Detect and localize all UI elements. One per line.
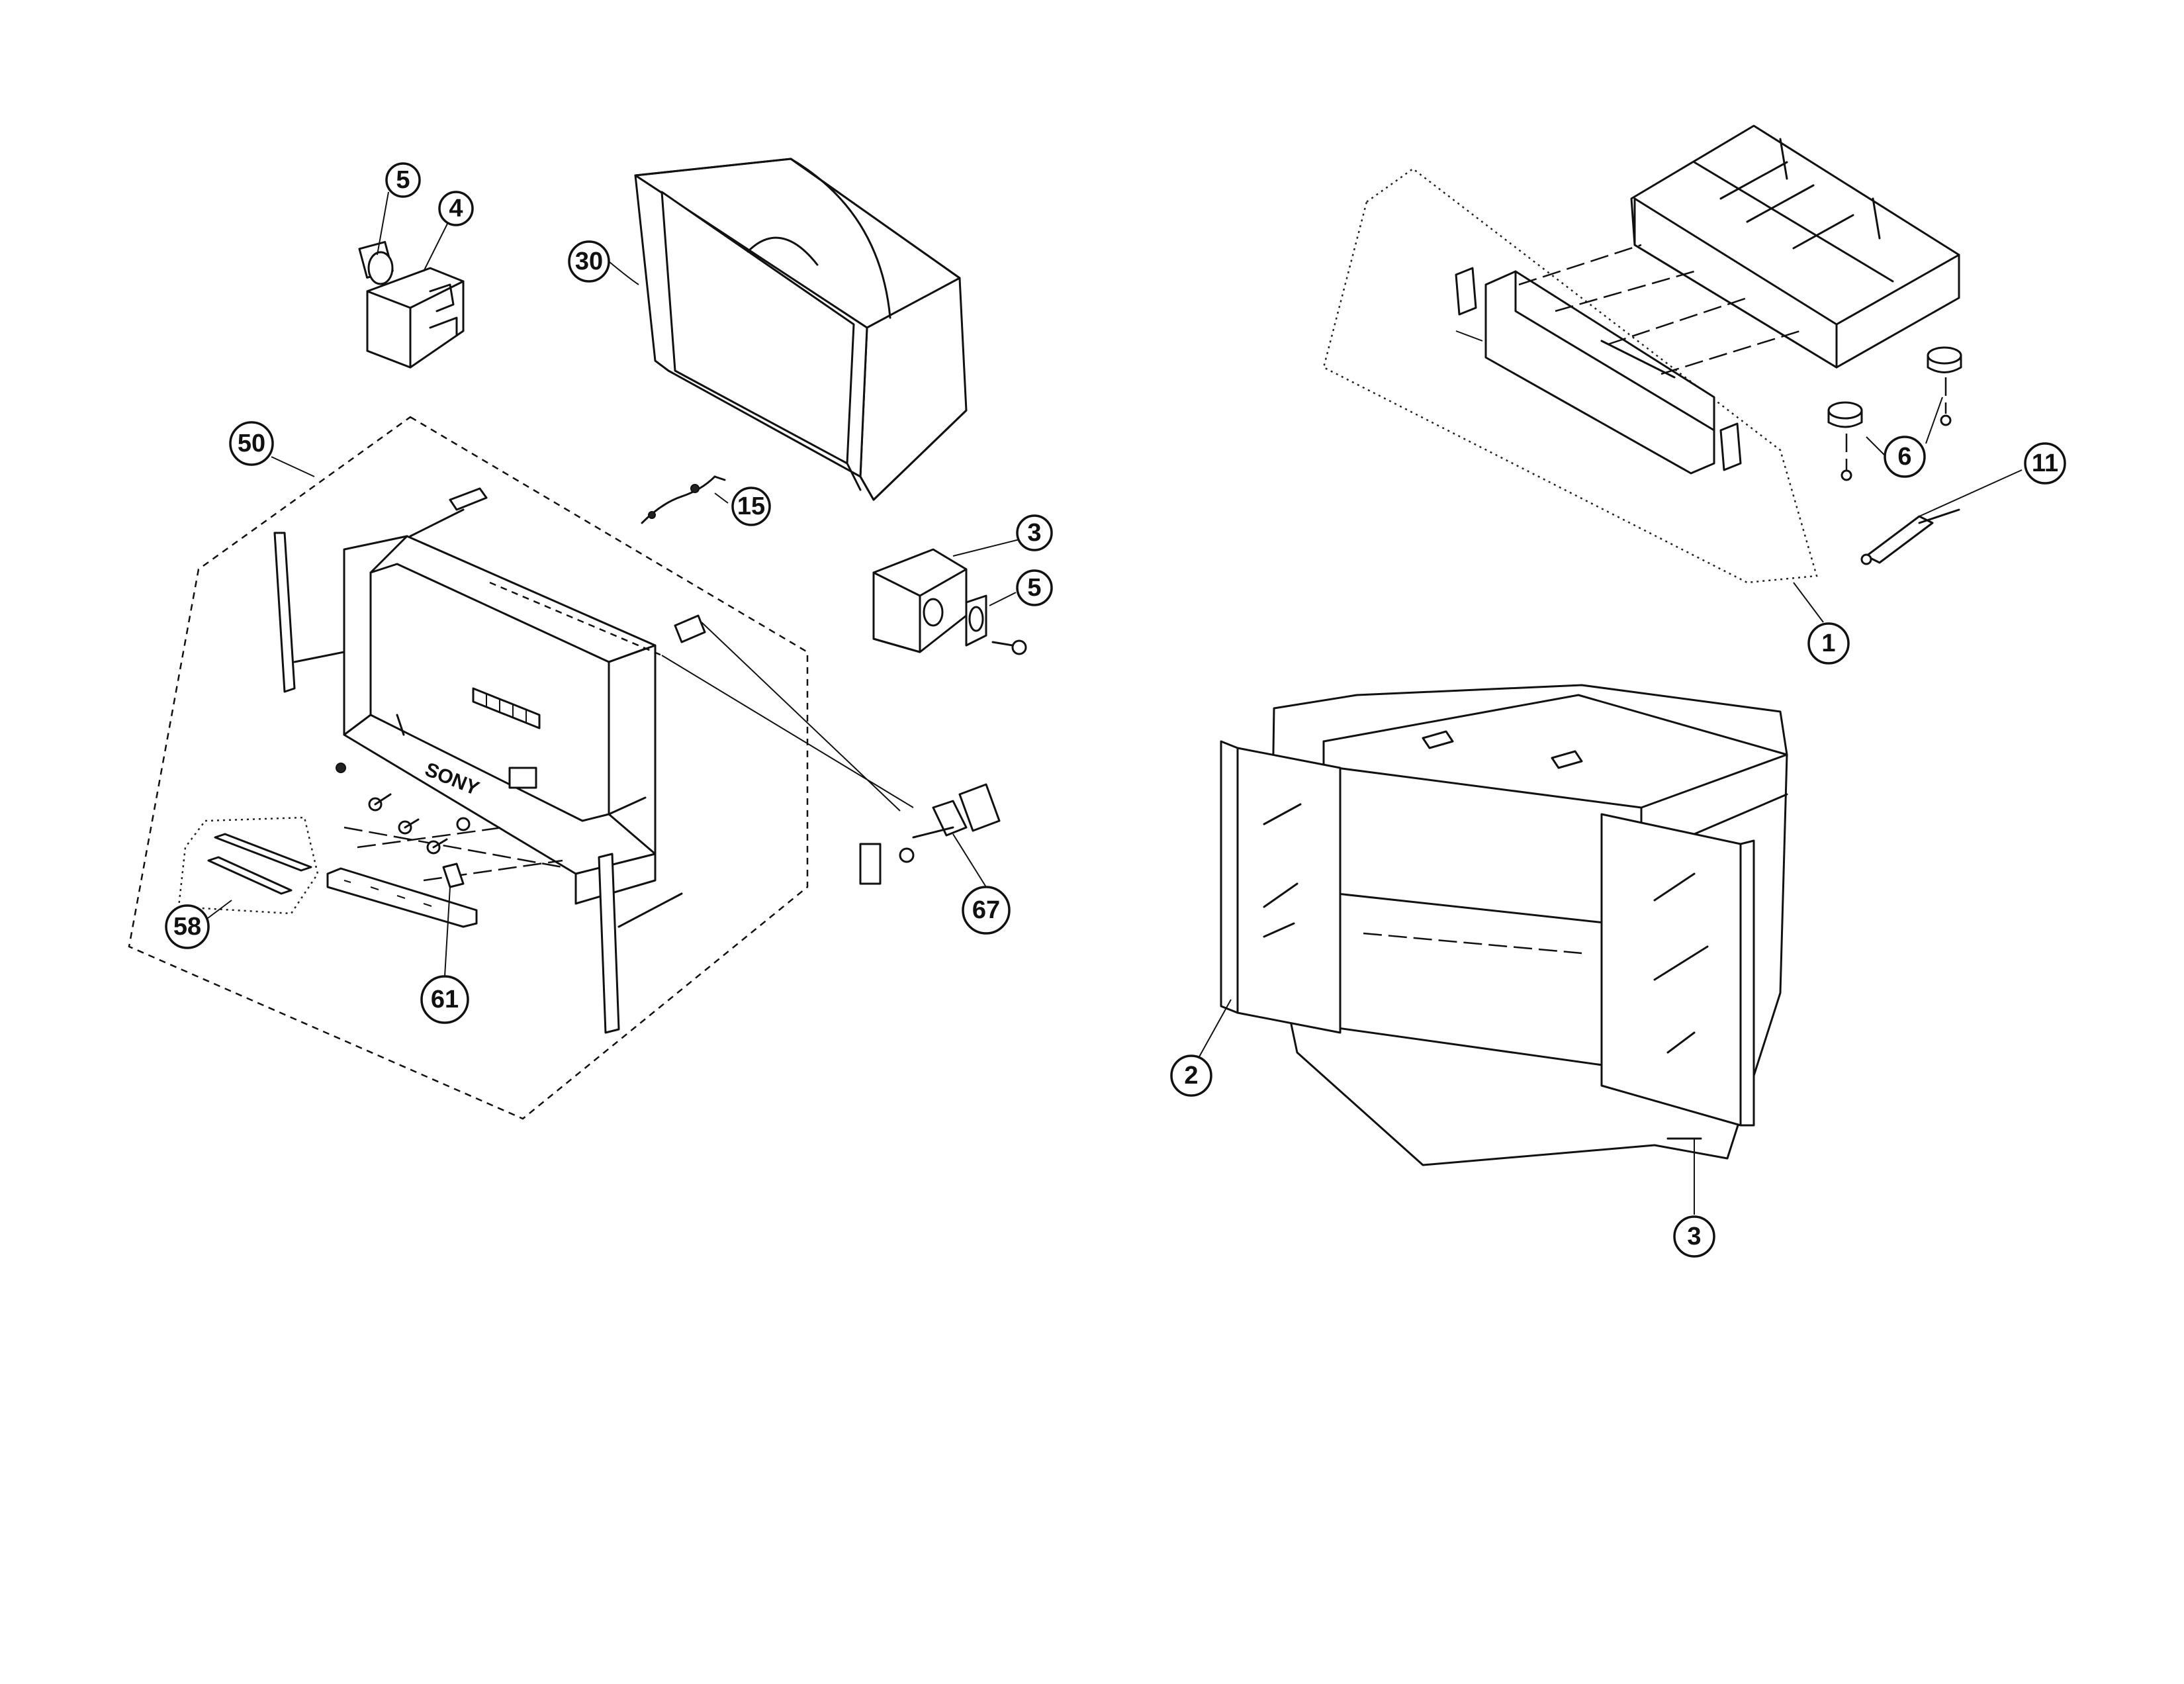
callout-right-11: 11: [1919, 442, 2066, 517]
callout-left-30: 30: [568, 240, 639, 285]
small-bracket-part: [358, 241, 465, 369]
svg-text:5: 5: [1027, 574, 1041, 602]
cable-part: [641, 475, 726, 524]
svg-text:4: 4: [449, 195, 463, 222]
callout-right-6: 6: [1866, 397, 1943, 478]
part-58-panel-b: [207, 856, 293, 895]
callout-left-4: 4: [423, 191, 474, 272]
svg-text:1: 1: [1821, 630, 1835, 657]
svg-text:50: 50: [238, 430, 265, 457]
part-67-bracket: [859, 783, 1001, 885]
svg-text:3: 3: [1027, 519, 1041, 547]
callout-left-50: 50: [229, 421, 315, 477]
right-side-strip: [598, 853, 620, 1034]
svg-text:11: 11: [2032, 449, 2058, 477]
rear-cabinet-hood: [634, 158, 968, 501]
small-box-part: [674, 614, 706, 643]
callout-left-15: 15: [714, 487, 771, 526]
right-glass-panel: [1600, 813, 1755, 1140]
svg-text:15: 15: [737, 492, 765, 520]
callout-right-1: 1: [1793, 582, 1850, 665]
part-58-panel-a: [214, 833, 312, 872]
part-1-boundary: [1322, 167, 1818, 584]
screws-group: [336, 763, 471, 855]
part-11-bracket: [1860, 508, 1960, 565]
svg-text:30: 30: [575, 248, 603, 275]
callout-right-3: 3: [1673, 1139, 1715, 1258]
top-clip-part: [449, 487, 488, 511]
svg-text:61: 61: [431, 986, 459, 1013]
speaker-bracket-part: [872, 548, 1027, 655]
stand-base-frame: [1630, 124, 1960, 369]
callout-left-5-lower: 5: [989, 569, 1053, 606]
callout-left-3: 3: [952, 514, 1053, 557]
svg-text:5: 5: [396, 166, 410, 194]
svg-text:58: 58: [173, 913, 201, 941]
svg-text:2: 2: [1184, 1062, 1198, 1090]
left-side-strip: [273, 532, 296, 693]
part-6-feet: [1827, 346, 1962, 481]
callout-left-61: 61: [420, 886, 469, 1024]
svg-text:3: 3: [1687, 1223, 1701, 1250]
front-assembly-boundary: [128, 416, 809, 1120]
front-bezel-frame: [343, 535, 657, 905]
callout-left-58: 58: [165, 900, 232, 949]
callout-right-2: 2: [1170, 999, 1232, 1097]
svg-text:6: 6: [1897, 443, 1911, 471]
callout-left-5: 5: [377, 162, 421, 256]
part-61-piece: [442, 863, 465, 888]
svg-text:67: 67: [972, 896, 1000, 924]
callout-left-67: 67: [952, 833, 1011, 935]
left-glass-panel: [1220, 740, 1342, 1034]
stand-front-panel: [1455, 267, 1742, 475]
